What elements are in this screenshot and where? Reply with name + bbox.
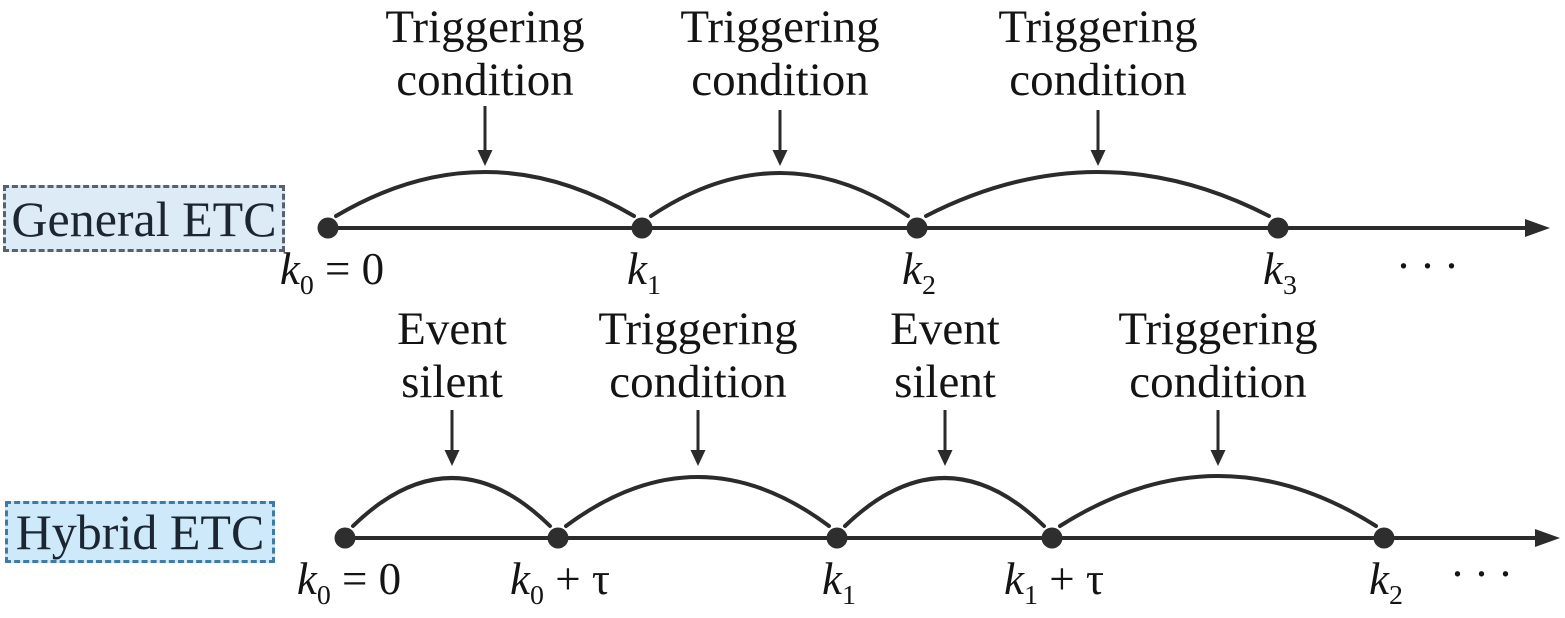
hybrid-pointer-arrow-2 — [690, 410, 706, 466]
hybrid-event-dot-k1-tau — [1041, 527, 1063, 549]
general-tick-k2: k2 — [902, 244, 936, 301]
hybrid-timeline — [334, 410, 1560, 549]
hybrid-etc-label-box: Hybrid ETC — [5, 501, 275, 563]
general-etc-label-box: General ETC — [3, 185, 285, 252]
hybrid-pointer-arrow-1 — [444, 410, 460, 466]
general-tick-k3: k3 — [1263, 244, 1297, 301]
hybrid-tick-k0-tau: k0 + τ — [510, 554, 610, 611]
general-interval-arc-1 — [334, 170, 636, 218]
general-event-dot-k0 — [317, 217, 339, 239]
hybrid-pointer-arrow-4 — [1210, 410, 1226, 466]
general-axis-arrowhead-icon — [1525, 219, 1550, 237]
hybrid-tick-k1: k1 — [822, 554, 856, 611]
general-segment-label-1: Triggering condition — [385, 1, 585, 106]
general-segment-label-3: Triggering condition — [998, 1, 1198, 106]
hybrid-interval-arc-4 — [1058, 474, 1378, 528]
hybrid-tick-k1-tau: k1 + τ — [1004, 554, 1104, 611]
general-tick-k0: k0 = 0 — [279, 244, 385, 301]
hybrid-interval-arc-1 — [351, 476, 552, 528]
general-event-dot-k1 — [631, 217, 653, 239]
general-event-dot-k3 — [1267, 217, 1289, 239]
general-segment-label-2: Triggering condition — [680, 1, 880, 106]
general-pointer-arrow-2 — [772, 110, 788, 166]
hybrid-segment-label-1: Event silent — [397, 303, 507, 408]
general-pointer-arrow-1 — [477, 106, 493, 166]
hybrid-pointer-arrow-3 — [937, 410, 953, 466]
hybrid-segment-label-2: Triggering condition — [598, 303, 798, 408]
general-interval-arc-2 — [649, 171, 910, 218]
hybrid-etc-label: Hybrid ETC — [15, 504, 265, 560]
hybrid-event-dot-k0-tau — [547, 527, 569, 549]
hybrid-event-dot-k1 — [826, 527, 848, 549]
general-interval-arc-3 — [924, 170, 1271, 218]
general-etc-label: General ETC — [11, 190, 277, 247]
hybrid-interval-arc-2 — [564, 475, 831, 528]
hybrid-event-dot-k2 — [1373, 527, 1395, 549]
general-tick-k1: k1 — [627, 244, 661, 301]
general-event-dot-k2 — [906, 217, 928, 239]
hybrid-ellipsis: ··· — [1450, 549, 1522, 599]
hybrid-tick-k2: k2 — [1369, 554, 1403, 611]
hybrid-segment-label-3: Event silent — [890, 303, 1000, 408]
general-ellipsis: ··· — [1396, 241, 1468, 291]
hybrid-interval-arc-3 — [843, 476, 1046, 528]
general-pointer-arrow-3 — [1090, 110, 1106, 166]
hybrid-axis-arrowhead-icon — [1535, 529, 1560, 547]
hybrid-segment-label-4: Triggering condition — [1118, 303, 1318, 408]
general-timeline — [317, 106, 1550, 239]
hybrid-tick-k0: k0 = 0 — [296, 554, 402, 611]
hybrid-event-dot-k0 — [334, 527, 356, 549]
